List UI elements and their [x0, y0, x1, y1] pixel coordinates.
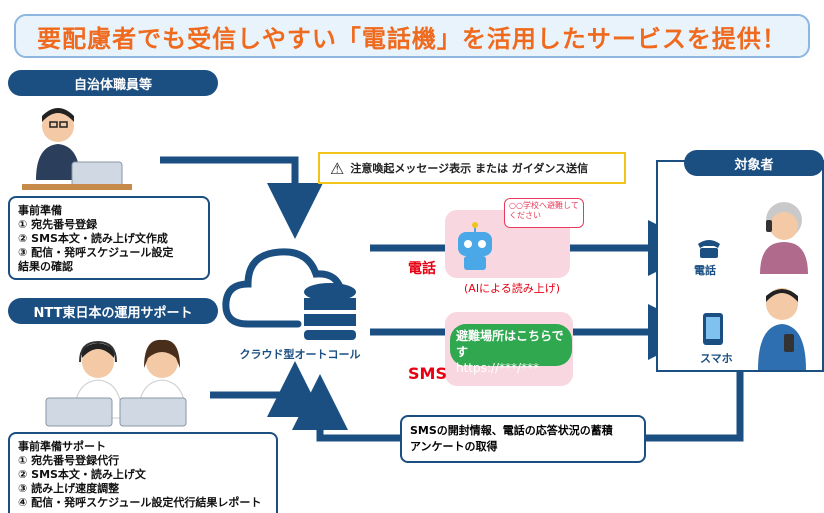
arrow-staff-to-cloud	[160, 156, 323, 239]
arrow-support-to-cloud	[210, 361, 323, 417]
support-task-line: 事前準備サポート	[18, 440, 106, 453]
staff-task-line: ② SMS本文・読み上げ文作成	[18, 232, 168, 245]
phone-label: 電話	[408, 261, 436, 277]
support-task-line: ① 宛先番号登録代行	[18, 454, 120, 467]
target-smartphone-label: スマホ	[700, 352, 733, 365]
staff-task-line: 結果の確認	[18, 260, 73, 273]
cloud-icon	[218, 232, 378, 342]
target-header: 対象者	[684, 150, 824, 176]
support-task-box: 事前準備サポート ① 宛先番号登録代行 ② SMS本文・読み上げ文 ③ 読み上げ…	[8, 432, 278, 513]
support-illustration	[40, 328, 210, 428]
staff-task-line: ③ 配信・発呼スケジュール設定	[18, 246, 174, 259]
warning-box: ⚠ 注意喚起メッセージ表示 または ガイダンス送信	[318, 152, 626, 184]
page-title: 要配慮者でも受信しやすい「電話機」を活用したサービスを提供！	[14, 14, 810, 58]
feedback-line: アンケートの取得	[410, 440, 498, 453]
staff-task-line: 事前準備	[18, 204, 62, 217]
elderly-woman-illustration	[752, 196, 814, 274]
feedback-box: SMSの開封情報、電話の応答状況の蓄積 アンケートの取得	[400, 415, 646, 463]
phone-speech-bubble: ○○学校へ避難してください	[504, 198, 584, 228]
sms-bubble-url: https://***/***	[456, 361, 540, 375]
smartphone-icon	[702, 312, 724, 346]
robot-icon	[452, 222, 498, 272]
support-header: NTT東日本の運用サポート	[8, 298, 218, 324]
telephone-icon	[694, 236, 724, 260]
feedback-line: SMSの開封情報、電話の応答状況の蓄積	[410, 424, 613, 437]
target-phone-label: 電話	[694, 264, 716, 277]
staff-header: 自治体職員等	[8, 70, 218, 96]
support-task-line: ③ 読み上げ速度調整	[18, 482, 120, 495]
warning-icon: ⚠	[330, 158, 345, 178]
support-task-line: ④ 配信・発呼スケジュール設定代行結果レポート	[18, 496, 262, 509]
warning-text: 注意喚起メッセージ表示 または ガイダンス送信	[350, 162, 589, 175]
sms-bubble: 避難場所はこちらです https://***/***	[450, 324, 572, 375]
sms-label: SMS	[408, 364, 447, 383]
man-with-phone-illustration	[752, 282, 814, 370]
staff-illustration	[22, 100, 132, 190]
staff-task-line: ① 宛先番号登録	[18, 218, 98, 231]
phone-caption: (AIによる読み上げ)	[464, 282, 561, 295]
database-icon	[304, 283, 356, 340]
sms-bubble-line: 避難場所はこちらです	[456, 329, 564, 359]
cloud-label: クラウド型オートコール	[239, 348, 361, 361]
support-task-line: ② SMS本文・読み上げ文	[18, 468, 146, 481]
staff-task-box: 事前準備 ① 宛先番号登録 ② SMS本文・読み上げ文作成 ③ 配信・発呼スケジ…	[8, 196, 210, 280]
